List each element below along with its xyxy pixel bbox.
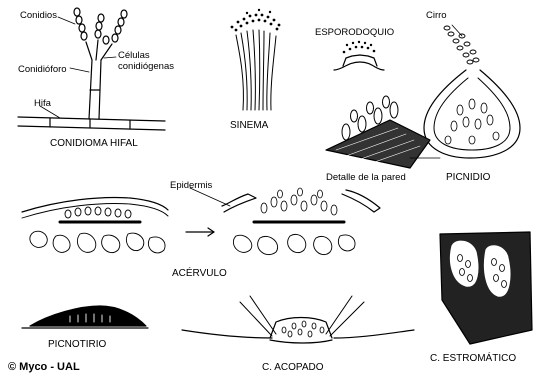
sinema-conidia	[231, 9, 281, 32]
sinema-drawing	[231, 9, 281, 110]
esporodoquio-drawing	[334, 41, 384, 70]
acervulo-drawing	[22, 188, 380, 255]
cirro-spores	[444, 26, 479, 64]
label-c-estromatico: C. ESTROMÁTICO	[430, 353, 516, 364]
label-hifa: Hifa	[34, 98, 51, 109]
label-conidioma-hifal: CONIDIOMA HIFAL	[50, 138, 138, 149]
label-sinema: SINEMA	[230, 120, 268, 131]
label-acervulo: ACÉRVULO	[172, 268, 227, 279]
label-esporodoquio: ESPORODOQUIO	[315, 27, 394, 38]
picnotirio-drawing	[22, 306, 148, 328]
label-celulas-line1: Células	[118, 50, 150, 61]
label-c-acopado: C. ACOPADO	[262, 362, 324, 373]
label-epidermis: Epidermis	[170, 180, 212, 191]
label-conidios: Conidios	[20, 10, 57, 21]
label-picnotirio: PICNOTIRIO	[48, 339, 106, 350]
c-estromatico-drawing	[440, 232, 532, 344]
conidia-chains	[74, 8, 127, 44]
credit-text: © Myco - UAL	[8, 362, 80, 373]
c-acopado-drawing	[182, 296, 414, 343]
label-cirro: Cirro	[426, 10, 447, 21]
label-detalle-pared: Detalle de la pared	[326, 172, 406, 183]
label-celulas-line2: conidiógenas	[118, 61, 174, 72]
label-conidioforo: Conidióforo	[18, 64, 67, 75]
label-picnidio: PICNIDIO	[446, 172, 490, 183]
